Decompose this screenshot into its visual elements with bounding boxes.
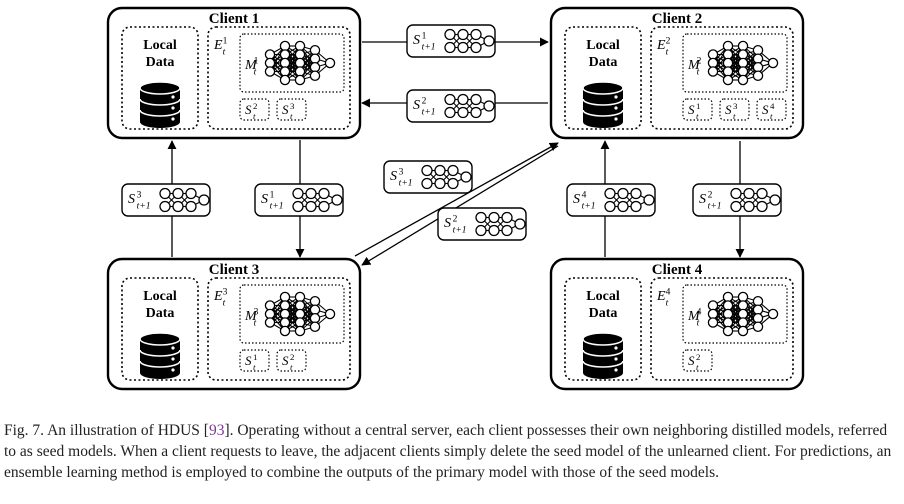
database-icon — [139, 332, 181, 379]
primary-model-net-icon — [264, 40, 336, 86]
seed-model-chip — [239, 98, 270, 121]
ensemble-panel — [650, 26, 794, 130]
primary-model-net-icon — [264, 291, 336, 337]
ensemble-panel — [207, 277, 351, 381]
database-icon — [582, 81, 624, 128]
caption-prefix: Fig. 7. An illustration of HDUS [ — [4, 422, 209, 439]
primary-model-panel — [682, 33, 788, 93]
seed-model-chip — [276, 349, 307, 372]
flow-arrow — [354, 142, 559, 257]
database-icon — [582, 332, 624, 379]
figure-caption: Fig. 7. An illustration of HDUS [93]. Op… — [4, 420, 902, 483]
local-data-label: Local — [586, 289, 620, 304]
seed-model-net-icon — [604, 187, 655, 213]
primary-model-panel — [239, 284, 345, 344]
caption-citation-link[interactable]: 93 — [208, 422, 225, 439]
seed-model-net-icon — [421, 164, 472, 190]
database-icon — [139, 81, 181, 128]
ensemble-panel — [650, 277, 794, 381]
seed-model-net-icon — [475, 211, 526, 237]
seed-model-chip — [756, 98, 787, 121]
seed-model-net-icon — [292, 187, 343, 213]
seed-model-net-icon — [159, 187, 210, 213]
local-data-label: Data — [589, 306, 618, 321]
local-data-label: Data — [146, 306, 175, 321]
seed-model-chip — [682, 98, 713, 121]
ensemble-panel — [207, 26, 351, 130]
seed-model-chip — [276, 98, 307, 121]
primary-model-net-icon — [707, 40, 779, 86]
seed-model-net-icon — [444, 93, 495, 119]
local-data-label: Local — [586, 38, 620, 53]
seed-model-net-icon — [444, 28, 495, 54]
seed-model-chip — [719, 98, 750, 121]
client-title: Client 4 — [652, 262, 703, 278]
local-data-label: Data — [146, 55, 175, 70]
seed-model-chip — [682, 349, 713, 372]
flow-arrow — [361, 145, 559, 266]
primary-model-panel — [682, 284, 788, 344]
primary-model-panel — [239, 33, 345, 93]
local-data-label: Local — [143, 289, 177, 304]
client-title: Client 1 — [209, 11, 259, 27]
seed-model-chip — [239, 349, 270, 372]
local-data-label: Data — [589, 55, 618, 70]
client-title: Client 2 — [652, 11, 702, 27]
caption-text: ]. Operating without a central server, e… — [4, 422, 892, 481]
client-title: Client 3 — [209, 262, 259, 278]
seed-model-net-icon — [730, 187, 781, 213]
primary-model-net-icon — [707, 291, 779, 337]
local-data-label: Local — [143, 38, 177, 53]
